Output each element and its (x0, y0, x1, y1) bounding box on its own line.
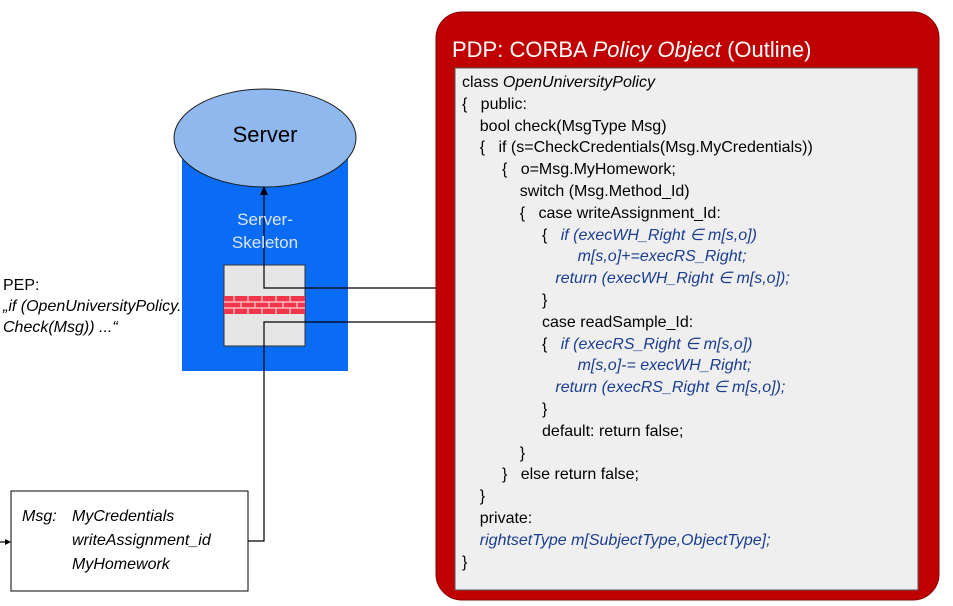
code-line: } (462, 290, 813, 312)
code-text: OpenUniversityPolicy (502, 74, 655, 91)
code-text: { case writeAssignment_Id: (462, 204, 721, 222)
code-line: { o=Msg.MyHomework; (462, 159, 813, 181)
code-line: { if (s=CheckCredentials(Msg.MyCredentia… (462, 137, 813, 159)
code-text: case readSample_Id: (462, 313, 694, 331)
code-text: } (462, 400, 548, 418)
pep-annotation: PEP: „if (OpenUniversityPolicy. Check(Ms… (3, 275, 181, 338)
code-line: m[s,o]-= execWH_Right; (462, 355, 813, 377)
code-line: } (462, 399, 813, 421)
code-text: { o=Msg.MyHomework; (462, 161, 676, 179)
msg-label: Msg: (22, 508, 57, 525)
code-policy-expr: return (execWH_Right ∈ m[s,o]); (555, 270, 790, 288)
msg-field-method: writeAssignment_id (72, 532, 211, 549)
code-line: { if (execWH_Right ∈ m[s,o]) (462, 225, 813, 247)
code-line: { case writeAssignment_Id: (462, 203, 813, 225)
code-line: } (462, 486, 813, 508)
code-policy-expr: return (execRS_Right ∈ m[s,o]); (555, 379, 786, 397)
code-line: private: (462, 508, 813, 530)
code-line: bool check(MsgType Msg) (462, 116, 813, 138)
code-line: m[s,o]+=execRS_Right; (462, 246, 813, 268)
msg-incoming-arrowhead (5, 539, 11, 545)
policy-code-listing: class OpenUniversityPolicy{ public: bool… (462, 72, 813, 573)
firewall-bricks-icon (224, 296, 305, 314)
code-text: } (462, 444, 526, 462)
pdp-title-suffix: (Outline) (720, 37, 812, 62)
code-text (462, 248, 578, 265)
server-skeleton-line2: Skeleton (231, 233, 299, 252)
code-text (462, 532, 480, 549)
code-line: return (execWH_Right ∈ m[s,o]); (462, 268, 813, 290)
server-ellipse (173, 88, 357, 188)
code-line: rightsetType m[SubjectType,ObjectType]; (462, 530, 813, 552)
code-text (462, 270, 555, 287)
msg-field-object: MyHomework (72, 556, 170, 573)
code-line: class OpenUniversityPolicy (462, 72, 813, 94)
code-line: default: return false; (462, 421, 813, 443)
code-line: { public: (462, 94, 813, 116)
code-policy-expr: if (execRS_Right ∈ m[s,o]) (560, 335, 753, 353)
code-text: { public: (462, 95, 527, 113)
code-text: } (462, 488, 486, 506)
code-line: switch (Msg.Method_Id) (462, 181, 813, 203)
server-label: Server (232, 122, 298, 147)
msg-field-credentials: MyCredentials (72, 508, 175, 525)
code-line: } else return false; (462, 464, 813, 486)
code-text (462, 379, 555, 396)
msg-contents: Msg: MyCredentials writeAssignment_id MyH… (22, 505, 211, 577)
pdp-title-prefix: PDP: CORBA (452, 37, 593, 62)
code-text: { (462, 226, 561, 244)
code-line: } (462, 443, 813, 465)
code-line: { if (execRS_Right ∈ m[s,o]) (462, 334, 813, 356)
code-text: } (462, 291, 548, 309)
code-text: { if (s=CheckCredentials(Msg.MyCredentia… (462, 139, 813, 157)
message-flow-arrowhead (260, 186, 268, 195)
pep-label: PEP: (3, 277, 40, 294)
code-policy-expr: m[s,o]+=execRS_Right; (577, 248, 747, 266)
code-text: bool check(MsgType Msg) (462, 117, 667, 135)
server-skeleton-line1: Server- (237, 210, 293, 229)
code-text: } else return false; (462, 466, 639, 484)
pep-line2: Check(Msg)) ...“ (3, 319, 118, 336)
code-line: } (462, 552, 813, 574)
pep-line1: „if (OpenUniversityPolicy. (3, 298, 182, 315)
code-text: class (462, 74, 503, 91)
server-skeleton-label: Server- Skeleton (182, 208, 348, 254)
code-line: return (execRS_Right ∈ m[s,o]); (462, 377, 813, 399)
code-text: } (462, 553, 468, 571)
code-policy-expr: if (execWH_Right ∈ m[s,o]) (560, 226, 757, 244)
code-text: { (462, 335, 561, 353)
code-text: default: return false; (462, 422, 684, 440)
code-text: switch (Msg.Method_Id) (462, 182, 690, 200)
pdp-code-panel (454, 67, 919, 591)
pdp-title: PDP: CORBA Policy Object (Outline) (452, 37, 811, 63)
code-policy-expr: m[s,o]-= execWH_Right; (577, 357, 752, 375)
code-text: private: (462, 509, 533, 527)
pdp-title-emphasis: Policy Object (592, 37, 721, 62)
code-text (462, 357, 578, 374)
code-line: case readSample_Id: (462, 312, 813, 334)
msg-box (10, 490, 249, 592)
code-policy-expr: rightsetType m[SubjectType,ObjectType]; (479, 531, 771, 549)
